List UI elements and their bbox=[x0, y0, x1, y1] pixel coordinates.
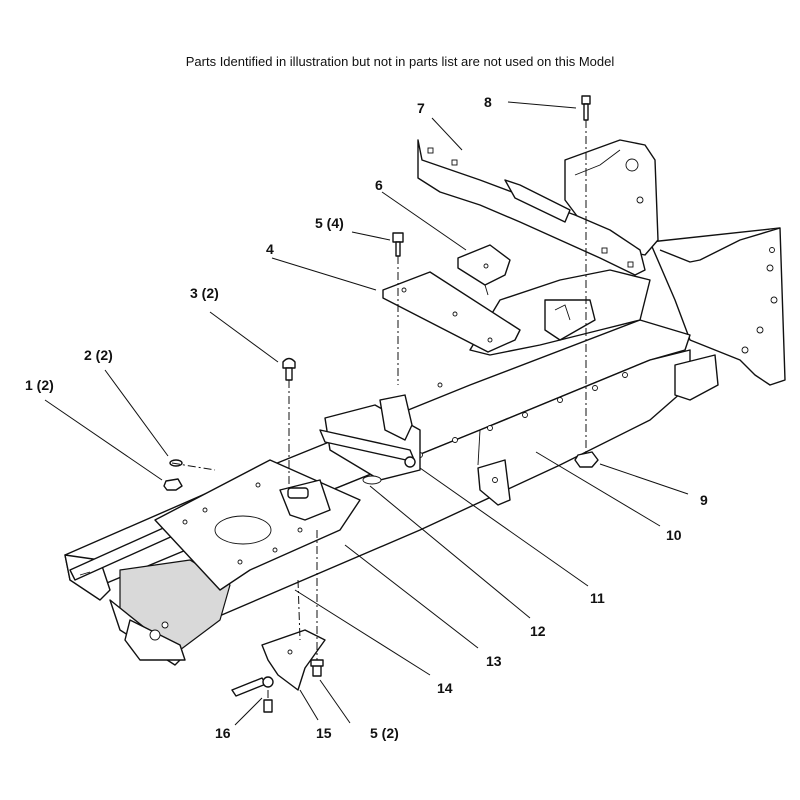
part-3-carriage-bolt bbox=[282, 357, 296, 381]
callout-10: 10 bbox=[666, 527, 682, 543]
callout-13: 13 bbox=[486, 653, 502, 669]
part-4-plate bbox=[382, 271, 521, 353]
part-16-screw bbox=[263, 699, 273, 713]
hanger-bracket-right bbox=[477, 459, 511, 506]
part-6-bracket bbox=[457, 244, 511, 296]
part-5-bolt-lower bbox=[310, 659, 324, 677]
callout-5-upper: 5 (4) bbox=[315, 215, 344, 231]
callout-9: 9 bbox=[700, 492, 708, 508]
part-2-washer bbox=[169, 459, 183, 467]
callout-6: 6 bbox=[375, 177, 383, 193]
hanger-bracket-rear bbox=[544, 299, 596, 341]
part-9-nut bbox=[574, 451, 599, 468]
pivot-bracket-assembly bbox=[279, 394, 421, 521]
part-7-bracket bbox=[417, 139, 646, 276]
callout-labels: 8 7 6 5 (4) 4 3 (2) 2 (2) 1 (2) 9 10 11 … bbox=[25, 94, 708, 741]
callout-12: 12 bbox=[530, 623, 546, 639]
callout-4: 4 bbox=[266, 241, 274, 257]
leader-lines bbox=[44, 101, 689, 726]
part-1-nut bbox=[163, 478, 183, 491]
part-16-clip bbox=[231, 676, 274, 697]
part-15-bracket bbox=[261, 629, 326, 691]
callout-3: 3 (2) bbox=[190, 285, 219, 301]
callout-8: 8 bbox=[484, 94, 492, 110]
callout-7: 7 bbox=[417, 100, 425, 116]
callout-5-lower: 5 (2) bbox=[370, 725, 399, 741]
callout-11: 11 bbox=[590, 590, 605, 606]
assembly-centerlines bbox=[171, 120, 587, 700]
callout-15: 15 bbox=[316, 725, 332, 741]
rear-frame-plate bbox=[649, 227, 786, 386]
callout-1: 1 (2) bbox=[25, 377, 54, 393]
part-5-bolt-upper bbox=[392, 232, 404, 257]
part-8-bolt bbox=[581, 95, 591, 121]
callout-14: 14 bbox=[437, 680, 453, 696]
frame-foot-bracket bbox=[674, 354, 719, 401]
illustration-note: Parts Identified in illustration but not… bbox=[185, 54, 615, 69]
rear-upright-bracket bbox=[564, 139, 659, 256]
callout-16: 16 bbox=[215, 725, 231, 741]
callout-2: 2 (2) bbox=[84, 347, 113, 363]
